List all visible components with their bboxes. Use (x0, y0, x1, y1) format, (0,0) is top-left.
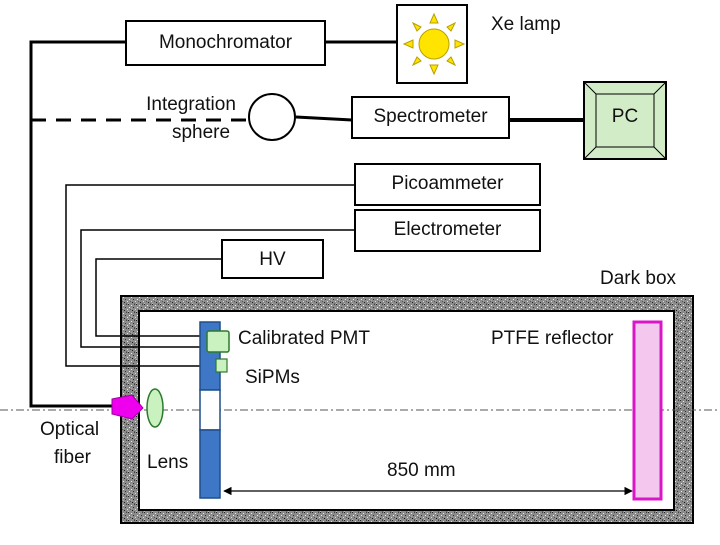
hv-label: HV (259, 249, 286, 270)
ptfe-reflector-icon (632, 320, 663, 501)
monochromator-label: Monochromator (158, 32, 293, 53)
spectrometer-box (351, 96, 510, 139)
monochromator-box (125, 20, 326, 66)
pc-label: PC (611, 106, 639, 127)
xe-lamp-label: Xe lamp (491, 14, 561, 35)
sipm-icon (215, 358, 228, 373)
distance-label: 850 mm (387, 460, 456, 481)
picoammeter-box (354, 163, 541, 206)
electrometer-box (354, 209, 541, 252)
optical-fiber-label-line1: Optical (40, 419, 100, 440)
connection-wires (29, 40, 584, 408)
lens-icon (146, 388, 164, 428)
optical-fiber-label-line2: fiber (54, 447, 91, 468)
hv-box (221, 239, 324, 279)
pc-icon (583, 81, 667, 160)
xe-lamp-icon (396, 4, 468, 84)
electrometer-label: Electrometer (393, 219, 502, 240)
ptfe-reflector-label: PTFE reflector (491, 328, 614, 349)
calibrated-pmt-icon (206, 330, 230, 353)
dark-box-label: Dark box (600, 268, 677, 289)
optical-fiber-icon (111, 394, 144, 420)
integration-sphere-label-line2: sphere (171, 122, 231, 143)
integration-sphere-label-line1: Integration (146, 94, 236, 115)
lens-label: Lens (147, 452, 189, 473)
picoammeter-label: Picoammeter (391, 173, 504, 194)
calibrated-pmt-label: Calibrated PMT (238, 328, 370, 349)
integration-sphere-icon (248, 93, 296, 141)
sipms-label: SiPMs (245, 367, 300, 388)
spectrometer-label: Spectrometer (373, 106, 488, 127)
